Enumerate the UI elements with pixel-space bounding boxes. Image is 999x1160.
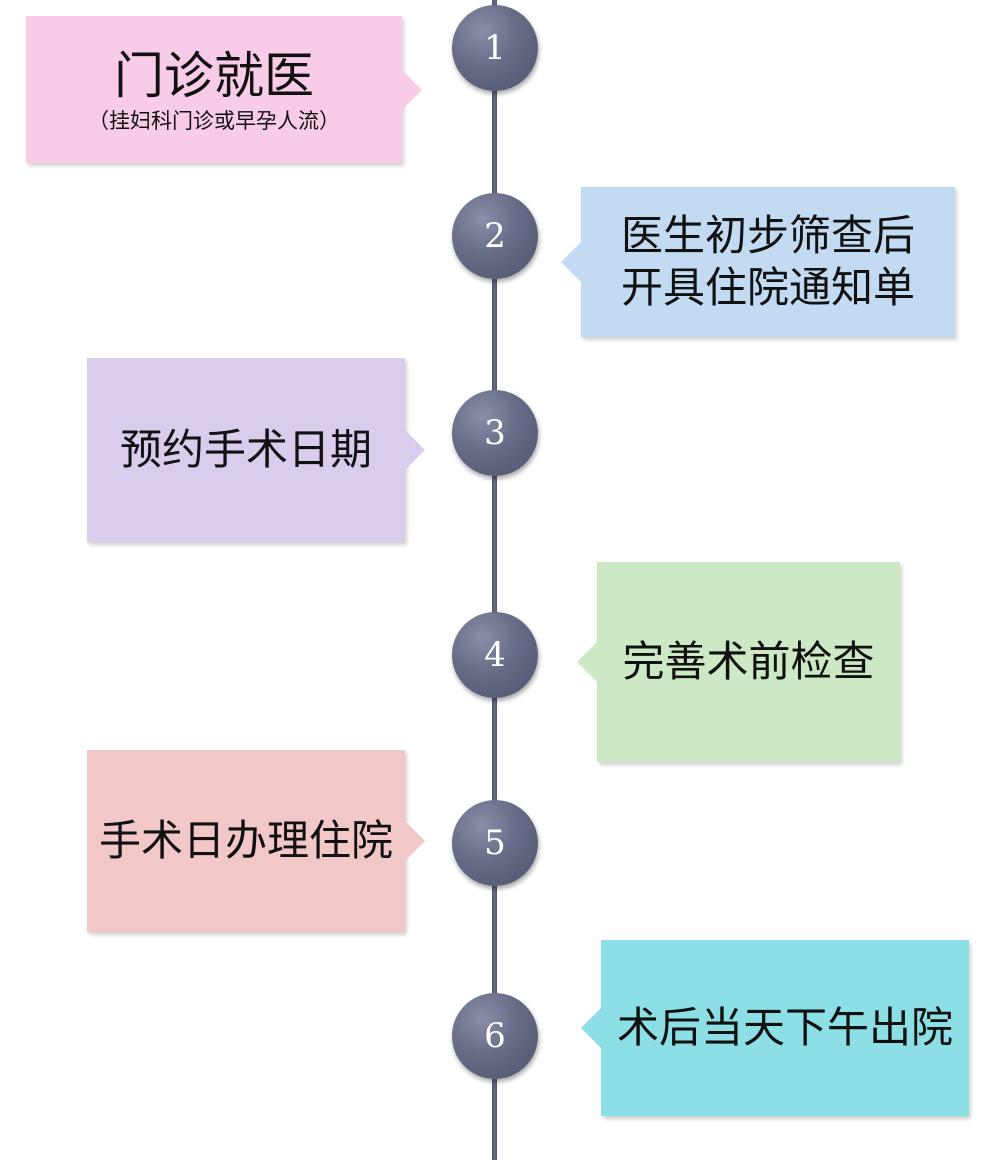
- step-6-node: 6: [452, 993, 538, 1079]
- step-2-label-line-1: 医生初步筛查后: [620, 210, 915, 260]
- step-6-callout: 术后当天下午出院: [581, 940, 969, 1116]
- step-4-callout: 完善术前检查: [577, 562, 900, 762]
- step-4-label: 完善术前检查: [622, 636, 875, 686]
- step-4-node: 4: [452, 612, 538, 698]
- step-2-label-line-2: 开具住院通知单: [620, 263, 915, 312]
- timeline-axis: [492, 0, 497, 1160]
- step-3-label: 预约手术日期: [119, 424, 372, 474]
- step-1-label: 门诊就医: [114, 46, 314, 105]
- step-1-sublabel: （挂妇科门诊或早孕人流）: [88, 109, 340, 134]
- step-5-node: 5: [452, 800, 538, 886]
- step-2-callout: 医生初步筛查后 开具住院通知单: [561, 187, 955, 337]
- step-3-callout: 预约手术日期: [87, 358, 425, 542]
- step-1-node: 1: [452, 5, 538, 91]
- step-3-node: 3: [452, 390, 538, 476]
- step-1-callout: 门诊就医 （挂妇科门诊或早孕人流）: [26, 16, 422, 163]
- step-5-callout: 手术日办理住院: [87, 750, 425, 932]
- step-6-label: 术后当天下午出院: [616, 1002, 953, 1052]
- step-2-node: 2: [452, 193, 538, 279]
- step-5-label: 手术日办理住院: [98, 815, 393, 865]
